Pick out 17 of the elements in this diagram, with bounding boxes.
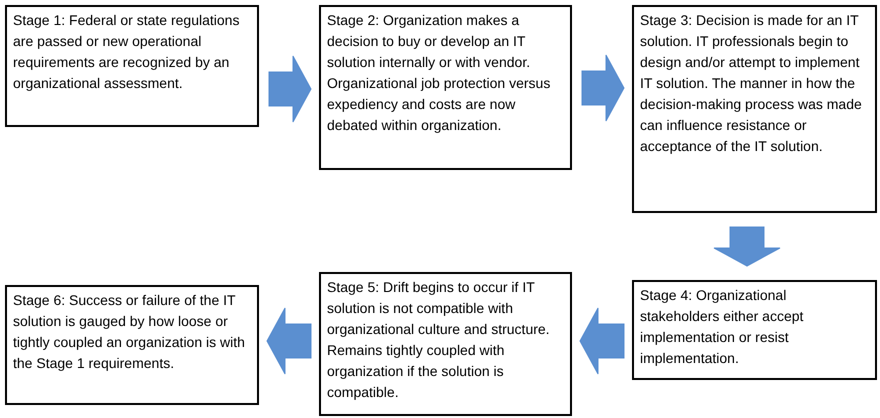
stage-text: Stage 5: Drift begins to occur if IT solution is not compatible with organizational culture and structure. Remains tightly coupled with organization if the solution is compatible. xyxy=(327,278,551,402)
stage-text: Stage 4: Organizational stakeholders either accept implementation or resist implementation. xyxy=(640,286,804,368)
stage-text: Stage 6: Success or failure of the IT solution is gauged by how loose or tightly coupled an organization is with the Stage 1 requirements. xyxy=(13,291,246,373)
block-arrow xyxy=(579,308,624,374)
stage-text: Stage 2: Organization makes a decision to buy or develop an IT solution internally or with vendor. Organizational job protection versus expediency and costs are now debated within organization. xyxy=(327,11,552,135)
block-arrow xyxy=(266,308,312,374)
block-arrow xyxy=(268,56,312,122)
block-arrow xyxy=(714,226,780,267)
stage-text: Stage 1: Federal or state regulations are passed or new operational requirements are recognized by an organizational assessment. xyxy=(13,11,240,93)
stage-box xyxy=(319,272,572,416)
stage-box xyxy=(5,5,259,127)
block-arrow xyxy=(582,54,625,122)
stage-box xyxy=(319,5,572,170)
stage-box xyxy=(632,5,877,213)
stage-text: Stage 3: Decision is made for an IT solution. IT professionals begin to design and/or attempt to implement IT solution. The manner in how the decision-making process was made can influence resistance or acceptance of the IT solution. xyxy=(640,11,863,156)
stage-box xyxy=(5,285,259,405)
stage-box xyxy=(632,280,877,380)
